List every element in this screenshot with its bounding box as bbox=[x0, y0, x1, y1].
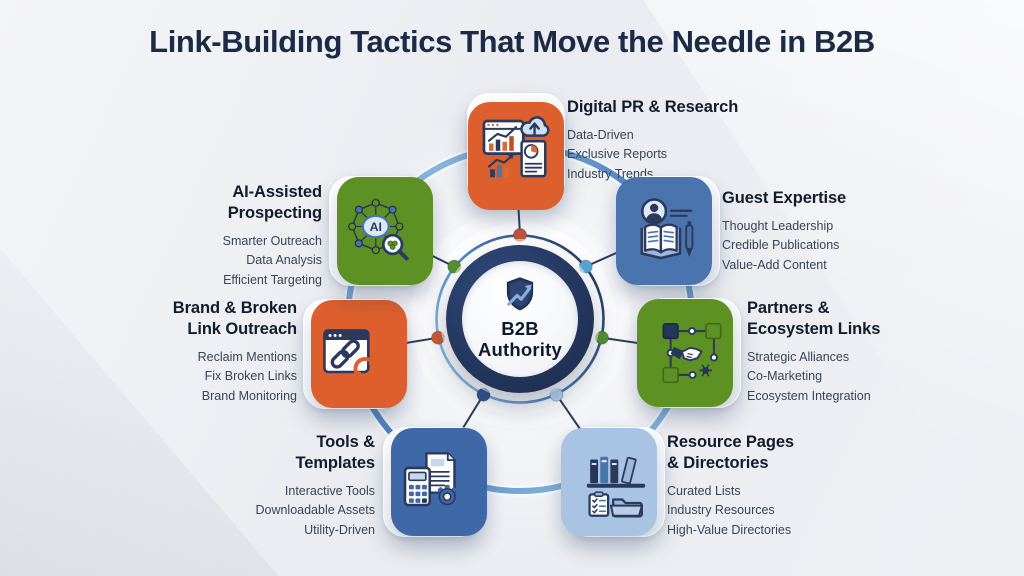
hub-label-line2: Authority bbox=[477, 339, 562, 360]
digital-pr-text-block: Digital PR & Research Data-Driven Exclus… bbox=[567, 97, 777, 184]
resource-pages-text-block: Resource Pages & Directories Curated Lis… bbox=[667, 432, 852, 540]
page-title: Link-Building Tactics That Move the Need… bbox=[149, 24, 875, 59]
partners-icon-card bbox=[643, 298, 741, 408]
tools-templates-icon-card bbox=[383, 427, 481, 537]
brand-outreach-icon-card bbox=[303, 299, 401, 409]
library-checklist-folder-icon bbox=[586, 456, 646, 518]
node-item: Utility-Driven bbox=[304, 522, 375, 537]
node-title: AI-Assisted Prospecting bbox=[227, 183, 322, 222]
connector-dots bbox=[431, 228, 609, 402]
dot-guest-expertise bbox=[578, 259, 593, 274]
node-item: Co-Marketing bbox=[747, 369, 823, 384]
dot-brand-outreach bbox=[431, 330, 446, 345]
guest-expertise-icon-card bbox=[622, 176, 720, 286]
guest-expertise-text-block: Guest Expertise Thought Leadership Credi… bbox=[722, 188, 922, 275]
dot-resource-pages bbox=[549, 387, 564, 402]
analytics-cloud-report-icon bbox=[482, 116, 550, 178]
node-item: Value-Add Content bbox=[722, 257, 827, 272]
node-item: Brand Monitoring bbox=[201, 388, 297, 403]
hub-label: B2B Authority bbox=[478, 318, 562, 361]
handshake-network-icon bbox=[662, 322, 722, 384]
node-item: Fix Broken Links bbox=[204, 369, 297, 384]
hub-label-line1: B2B bbox=[501, 317, 539, 339]
dot-ai-prospecting bbox=[447, 259, 462, 274]
node-title: Resource Pages & Directories bbox=[667, 433, 794, 472]
node-item: Smarter Outreach bbox=[222, 233, 322, 248]
tools-templates-text-block: Tools & Templates Interactive Tools Down… bbox=[205, 432, 375, 540]
dot-digital-pr bbox=[513, 228, 527, 242]
node-title: Brand & Broken Link Outreach bbox=[172, 299, 297, 338]
digital-pr-icon-card bbox=[467, 93, 565, 203]
node-item: Thought Leadership bbox=[722, 218, 834, 233]
brand-outreach-text-block: Brand & Broken Link Outreach Reclaim Men… bbox=[127, 298, 297, 406]
author-publication-icon bbox=[640, 198, 697, 260]
node-item: Downloadable Assets bbox=[255, 503, 375, 518]
hub-ring: B2B Authority bbox=[446, 245, 594, 393]
node-item: Interactive Tools bbox=[284, 483, 375, 498]
node-item: Credible Publications bbox=[722, 238, 840, 253]
resource-pages-icon-card bbox=[567, 427, 665, 537]
node-title: Digital PR & Research bbox=[567, 98, 739, 116]
node-title: Partners & Ecosystem Links bbox=[747, 299, 881, 338]
dot-tools bbox=[476, 387, 491, 402]
ai-network-magnifier-icon: AI bbox=[348, 198, 409, 261]
link-refresh-browser-icon bbox=[323, 329, 377, 380]
ai-prospecting-text-block: AI-Assisted Prospecting Smarter Outreach… bbox=[152, 182, 322, 290]
calculator-document-gear-icon bbox=[403, 452, 459, 509]
hub-inner-circle: B2B Authority bbox=[462, 261, 578, 377]
node-item: Data Analysis bbox=[246, 253, 322, 268]
node-item: Reclaim Mentions bbox=[197, 349, 297, 364]
node-item: Data-Driven bbox=[567, 127, 634, 142]
shield-growth-icon bbox=[506, 276, 534, 311]
partners-text-block: Partners & Ecosystem Links Strategic All… bbox=[747, 298, 932, 406]
node-item: Strategic Alliances bbox=[747, 349, 850, 364]
ai-prospecting-icon-card: AI bbox=[329, 176, 427, 286]
node-item: Efficient Targeting bbox=[223, 272, 322, 287]
node-item: Exclusive Reports bbox=[567, 147, 668, 162]
node-item: Curated Lists bbox=[667, 483, 741, 498]
node-item: Industry Resources bbox=[667, 503, 775, 518]
hub-b2b-authority: B2B Authority bbox=[446, 245, 594, 393]
node-title: Tools & Templates bbox=[295, 433, 376, 472]
ai-label: AI bbox=[370, 220, 382, 234]
node-title: Guest Expertise bbox=[722, 189, 847, 207]
node-item: Ecosystem Integration bbox=[747, 388, 871, 403]
node-item: High-Value Directories bbox=[667, 522, 792, 537]
dot-partners bbox=[594, 330, 609, 345]
